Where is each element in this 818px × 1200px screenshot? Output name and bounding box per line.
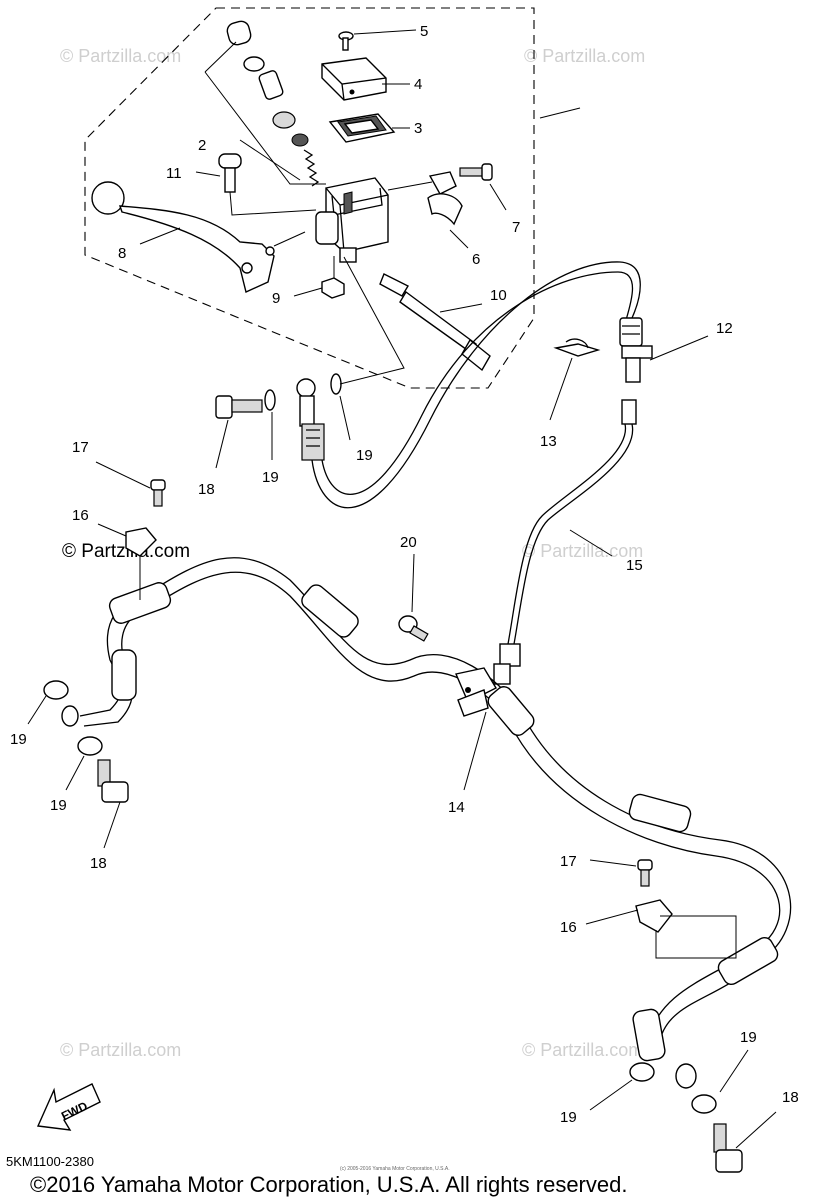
callout-number: 17: [72, 439, 89, 456]
callout-number: 17: [560, 853, 577, 870]
callout-number: 15: [626, 557, 643, 574]
upper-brake-hose: [321, 271, 634, 495]
watermark: © Partzilla.com: [524, 46, 645, 66]
callout-leaders: [27, 29, 777, 1149]
connector-line: [339, 256, 405, 385]
union-bolt-left: [97, 759, 129, 803]
watermark: © Partzilla.com: [62, 541, 190, 562]
callout-number: 19: [10, 731, 27, 748]
hose-clip-upper: [125, 527, 157, 600]
watermark: © Partzilla.com: [60, 1040, 181, 1060]
copper-washer: [330, 373, 342, 395]
copper-washer: [264, 389, 276, 411]
master-cylinder: [315, 177, 389, 263]
callout-number: 5: [420, 23, 428, 40]
diaphragm: [328, 113, 396, 143]
callout-numbers: 5 4 3 2 11 7 8 6 9 10 12 13 18 19 19 17 …: [10, 23, 799, 1126]
callout-number: 19: [560, 1109, 577, 1126]
callout-number: 13: [540, 433, 557, 450]
callout-number: 2: [198, 137, 206, 154]
callout-number: 3: [414, 120, 422, 137]
callout-number: 4: [414, 76, 422, 93]
copyright-footer: ©2016 Yamaha Motor Corporation, U.S.A. A…: [30, 1172, 627, 1197]
hose-banjo-left: [61, 705, 79, 727]
hose-joint-block: [455, 667, 497, 717]
copper-washer: [629, 1062, 655, 1082]
copper-washer: [43, 680, 69, 700]
callout-number: 19: [50, 797, 67, 814]
diagram-code: 5KM1100-2380: [6, 1154, 94, 1169]
pivot-bolt: [218, 153, 317, 216]
callout-number: 7: [512, 219, 520, 236]
callout-number: 9: [272, 290, 280, 307]
lever-nut: [321, 256, 345, 299]
cap-screw: [338, 31, 354, 51]
hose-banjo-upper: [296, 378, 325, 461]
hose-clip-lower: [635, 899, 737, 959]
brake-pipe: [493, 399, 637, 685]
joint-bolt: [398, 615, 429, 642]
hose-sleeve: [108, 582, 779, 1062]
watermark: © Partzilla.com: [522, 541, 643, 561]
callout-number: 10: [490, 287, 507, 304]
callout-number: 19: [356, 447, 373, 464]
callout-number: 16: [72, 507, 89, 524]
callout-number: 18: [90, 855, 107, 872]
brake-lever: [91, 181, 306, 293]
clip-bolt-lower: [637, 859, 653, 887]
callout-number: 20: [400, 534, 417, 551]
master-cylinder-holder: [387, 171, 463, 226]
lower-brake-hose: [79, 557, 792, 1041]
callout-number: 18: [782, 1089, 799, 1106]
hose-joint: [619, 317, 653, 383]
callout-number: 18: [198, 481, 215, 498]
brake-switch: [379, 273, 491, 372]
callout-number: 11: [166, 165, 182, 182]
holder-bolt: [459, 163, 493, 181]
hose-clamp: [553, 338, 601, 357]
upper-brake-hose: [311, 261, 641, 509]
union-bolt-upper: [215, 395, 263, 419]
callout-number: 16: [560, 919, 577, 936]
reservoir-cap: [321, 57, 387, 101]
callout-number: 14: [448, 799, 465, 816]
clip-bolt-upper: [150, 479, 166, 507]
watermark: © Partzilla.com: [60, 46, 181, 66]
callout-number: 12: [716, 320, 733, 337]
callout-number: 19: [262, 469, 279, 486]
union-bolt-lower: [713, 1123, 743, 1173]
callout-number: 19: [740, 1029, 757, 1046]
copper-washer: [691, 1094, 717, 1114]
forward-arrow-icon: FWD: [36, 1083, 101, 1131]
callout-number: 8: [118, 245, 126, 262]
copper-washer: [77, 736, 103, 756]
hose-banjo-lower: [675, 1063, 697, 1089]
assembly-boundary: [84, 7, 535, 389]
callout-number: 6: [472, 251, 480, 268]
tiny-copyright: (c) 2005-2016 Yamaha Motor Corporation, …: [340, 1166, 450, 1172]
piston-kit: [204, 20, 326, 187]
watermark: © Partzilla.com: [522, 1040, 643, 1060]
